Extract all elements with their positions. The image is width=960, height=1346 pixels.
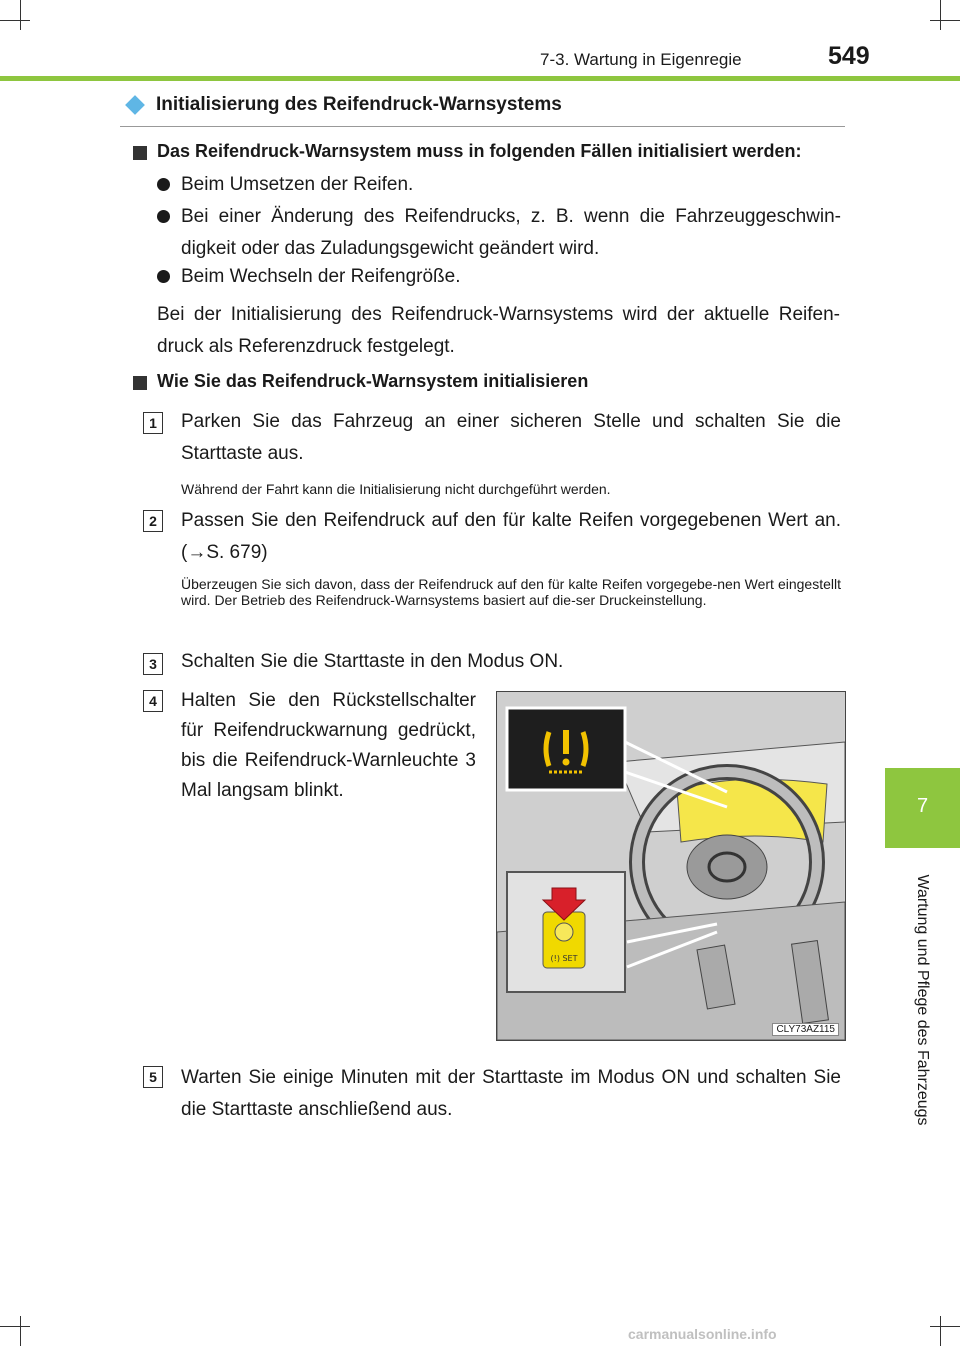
bullet-text: Beim Wechseln der Reifengröße. [181, 266, 461, 287]
step-text-1: Parken Sie das Fahrzeug an einer sichere… [181, 411, 841, 464]
crop-mark [940, 0, 941, 30]
crop-mark [930, 1326, 960, 1327]
square-bullet-icon [133, 146, 147, 160]
crop-mark [930, 20, 960, 21]
step-note-2: Überzeugen Sie sich davon, dass der Reif… [181, 576, 841, 608]
chapter-number: 7 [916, 795, 929, 817]
crop-mark [940, 1316, 941, 1346]
bullet-icon [157, 210, 170, 223]
bullet-icon [157, 178, 170, 191]
step-number-3: 3 [143, 653, 163, 675]
step-number-2: 2 [143, 510, 163, 532]
step-note-1: Während der Fahrt kann die Initialisieru… [181, 481, 611, 497]
section-rule [120, 126, 845, 127]
bullet-text: Bei einer Änderung des Reifendrucks, z. … [181, 206, 841, 259]
header-rule [0, 76, 960, 81]
crop-mark [20, 1316, 21, 1346]
square-bullet-icon [133, 376, 147, 390]
diamond-icon [125, 95, 145, 115]
header-section: 7-3. Wartung in Eigenregie [540, 50, 742, 69]
paragraph: Bei der Initialisierung des Reifendruck-… [157, 304, 840, 357]
chapter-label: Wartung und Pflege des Fahrzeugs [914, 874, 931, 1126]
bullet-text: Beim Umsetzen der Reifen. [181, 174, 414, 195]
step-text-5: Warten Sie einige Minuten mit der Startt… [181, 1067, 841, 1120]
crop-mark [0, 20, 30, 21]
step-text-4: Halten Sie den Rückstellschalter für Rei… [181, 690, 476, 801]
step-number-4: 4 [143, 690, 163, 712]
bullet-icon [157, 270, 170, 283]
chapter-tab [885, 768, 960, 848]
figure-code: CLY73AZ115 [772, 1023, 839, 1036]
crop-mark [20, 0, 21, 30]
section-title: Initialisierung des Reifendruck-Warnsyst… [156, 94, 562, 115]
watermark: carmanualsonline.info [628, 1326, 777, 1342]
subheading-how: Wie Sie das Reifendruck-Warnsystem initi… [157, 371, 589, 391]
svg-text:(!) SET: (!) SET [550, 954, 577, 963]
crop-mark [0, 1326, 30, 1327]
page-number: 549 [828, 42, 870, 70]
subheading-when: Das Reifendruck-Warnsystem muss in folge… [157, 141, 802, 161]
step-text-3: Schalten Sie die Starttaste in den Modus… [181, 651, 564, 672]
dashboard-figure: (!) SET CLY73AZ115 [496, 691, 846, 1041]
step-number-5: 5 [143, 1066, 163, 1088]
step-number-1: 1 [143, 412, 163, 434]
step-text-2: Passen Sie den Reifendruck auf den für k… [181, 510, 841, 563]
